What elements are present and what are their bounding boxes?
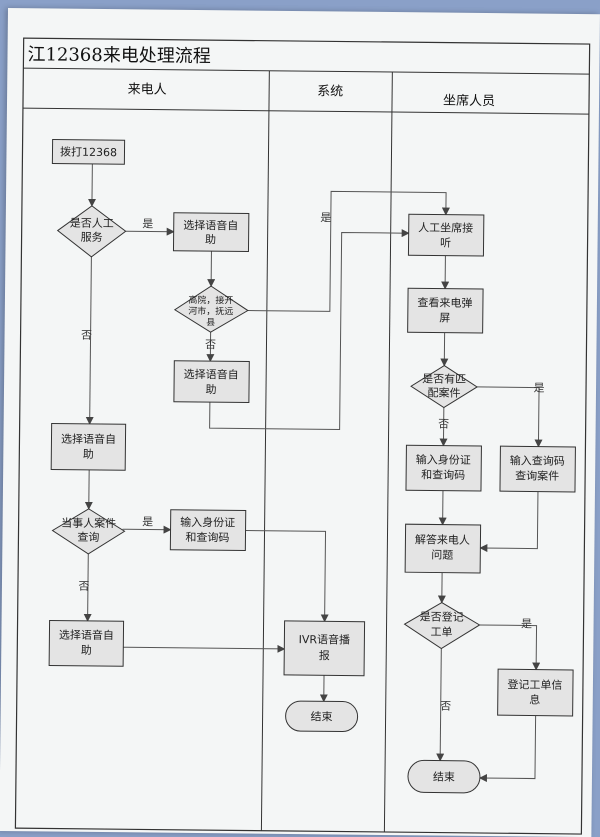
label-yes: 是	[142, 217, 153, 230]
edge-match-code	[476, 387, 539, 447]
node-region-line-3: 县	[206, 317, 215, 328]
edge-manual-voice1	[126, 231, 174, 232]
edge-register-info	[479, 625, 536, 670]
node-input-code-line-2: 查询案件	[515, 468, 559, 482]
node-end-2-label: 结束	[433, 770, 455, 783]
node-region-line-2: 河市，抚远	[188, 305, 233, 317]
node-match-case-line-2: 配案件	[427, 385, 460, 399]
node-is-manual-line-2: 服务	[81, 231, 103, 244]
lane-header-caller: 来电人	[128, 82, 167, 97]
node-input-id-1: 输入身份证 和查询码	[170, 510, 245, 551]
node-voice3-line-1: 选择语音自	[61, 432, 116, 447]
label-yes: 是	[142, 515, 153, 528]
edge-voice4-ivr	[123, 647, 284, 649]
header-divider	[23, 108, 589, 114]
node-voice3-line-2: 助	[83, 447, 94, 461]
title-divider	[23, 68, 589, 74]
node-voice3: 选择语音自 助	[51, 423, 125, 470]
node-input-id-1-line-1: 输入身份证	[180, 515, 235, 530]
node-view-popup-line-2: 屏	[439, 312, 450, 325]
node-input-id-1-line-2: 和查询码	[185, 530, 229, 544]
node-input-id-2: 输入身份证 和查询码	[406, 445, 481, 491]
label-no: 否	[81, 329, 92, 342]
node-register: 是否登记 工单	[404, 602, 479, 649]
node-view-popup-line-1: 查看来电弹	[417, 295, 472, 310]
node-party-query-line-2: 查询	[77, 530, 99, 544]
edge-info-end	[480, 715, 536, 779]
edge-input-ivr	[245, 531, 326, 622]
node-ivr-line-2: 报	[319, 648, 330, 662]
node-input-id-2-line-2: 和查询码	[421, 467, 465, 481]
label-no: 否	[205, 338, 216, 351]
chart-title: 江12368来电处理流程	[27, 44, 210, 67]
node-end-2: 结束	[408, 760, 480, 793]
edge-party-input	[123, 529, 171, 530]
node-answer-question-line-2: 问题	[431, 548, 453, 561]
flowchart: 江12368来电处理流程 来电人 系统 坐席人员 是 否 是 否 是 否 是 否…	[0, 8, 598, 837]
node-voice2-line-2: 助	[205, 382, 216, 396]
node-dial-label: 拨打12368	[60, 145, 117, 160]
edge-code-answer	[480, 491, 538, 549]
node-region-line-1: 高院，接开	[188, 294, 233, 306]
label-yes: 是	[533, 382, 544, 395]
node-answer-question: 解答来电人 问题	[405, 524, 480, 573]
node-register-line-1: 是否登记	[420, 609, 464, 623]
node-party-query: 当事人案件 查询	[52, 508, 124, 554]
node-voice1: 选择语音自 助	[173, 213, 248, 252]
node-input-code-line-1: 输入查询码	[510, 453, 565, 468]
node-is-manual: 是否人工 服务	[57, 206, 126, 258]
lane-header-agent: 坐席人员	[443, 93, 495, 110]
node-register-info: 登记工单信 息	[498, 669, 573, 716]
label-no: 否	[440, 700, 451, 713]
node-end-1: 结束	[285, 701, 357, 732]
node-party-query-line-1: 当事人案件	[61, 516, 116, 531]
node-match-case-line-1: 是否有匹	[422, 371, 466, 385]
label-no: 否	[78, 580, 89, 593]
node-register-info-line-2: 息	[529, 692, 540, 706]
node-view-popup: 查看来电弹 屏	[408, 288, 483, 333]
label-yes: 是	[320, 211, 331, 224]
lane-divider-1	[261, 71, 269, 831]
label-no: 否	[438, 418, 449, 431]
node-voice1-line-2: 助	[205, 232, 216, 246]
node-ivr-line-1: IVR语音播	[299, 632, 351, 647]
node-region: 高院，接开 河市，抚远 县	[175, 286, 248, 333]
node-voice4: 选择语音自 助	[49, 620, 123, 666]
lane-header-system: 系统	[317, 84, 343, 99]
node-ivr: IVR语音播 报	[284, 621, 365, 676]
node-input-code: 输入查询码 查询案件	[500, 446, 575, 492]
node-voice4-line-1: 选择语音自	[59, 628, 114, 643]
node-input-id-2-line-1: 输入身份证	[416, 452, 471, 467]
node-voice2-line-1: 选择语音自	[184, 367, 239, 382]
node-voice4-line-2: 助	[81, 643, 92, 657]
lane-divider-2	[384, 72, 392, 832]
node-voice1-line-1: 选择语音自	[183, 218, 238, 233]
node-dial: 拨打12368	[52, 139, 124, 164]
node-voice2: 选择语音自 助	[174, 361, 249, 403]
node-end-1-label: 结束	[311, 710, 333, 723]
node-register-info-line-1: 登记工单信	[507, 677, 562, 692]
paper-sheet: 江12368来电处理流程 来电人 系统 坐席人员 是 否 是 否 是 否 是 否…	[0, 8, 600, 837]
node-agent-answer-line-1: 人工坐席接	[418, 220, 473, 235]
node-match-case: 是否有匹 配案件	[411, 365, 477, 408]
node-register-line-2: 工单	[430, 625, 452, 638]
label-yes: 是	[521, 617, 532, 630]
node-is-manual-line-1: 是否人工	[70, 217, 114, 230]
node-agent-answer-line-2: 听	[440, 237, 451, 250]
node-answer-question-line-1: 解答来电人	[415, 532, 470, 547]
node-agent-answer: 人工坐席接 听	[408, 214, 483, 256]
